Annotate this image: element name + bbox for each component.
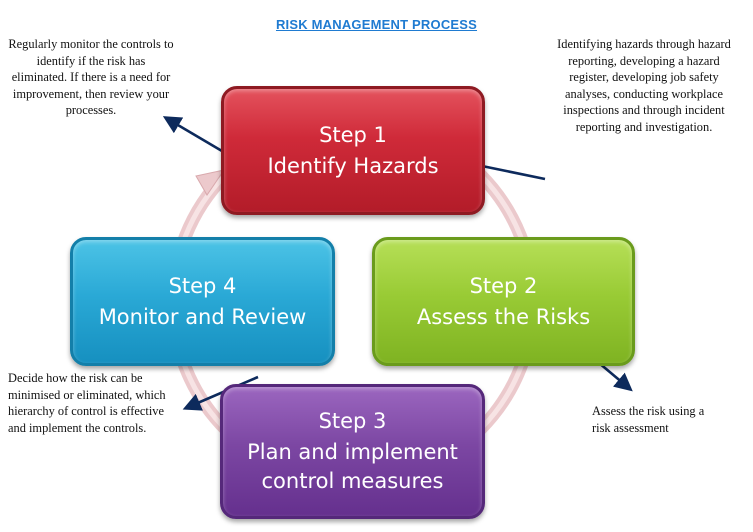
step-2-box: Step 2 Assess the Risks [372,237,635,366]
diagram-title: RISK MANAGEMENT PROCESS [275,17,478,32]
step-2-text: Assess the Risks [416,304,591,329]
step-3-label: Step 3 [318,409,387,434]
step-1-text: Identify Hazards [267,153,439,178]
note-monitor: Regularly monitor the controls to identi… [8,37,174,118]
step-2-label: Step 2 [469,274,538,299]
step-3-box: Step 3 Plan and implement control measur… [220,384,485,519]
step-4-label: Step 4 [168,274,237,299]
callout-line-identify [481,164,546,181]
step-4-box: Step 4 Monitor and Review [70,237,335,366]
step-1-box: Step 1 Identify Hazards [221,86,485,215]
note-plan: Decide how the risk can be minimised or … [8,371,166,435]
note-assess: Assess the risk using a risk assessment [592,404,705,435]
step-1-label: Step 1 [319,123,387,148]
step-4-text: Monitor and Review [98,304,307,329]
note-identify: Identifying hazards through hazard repor… [557,37,731,134]
step-3-text: Plan and implement control measures [247,439,458,494]
cycle-arrowhead [195,169,226,196]
